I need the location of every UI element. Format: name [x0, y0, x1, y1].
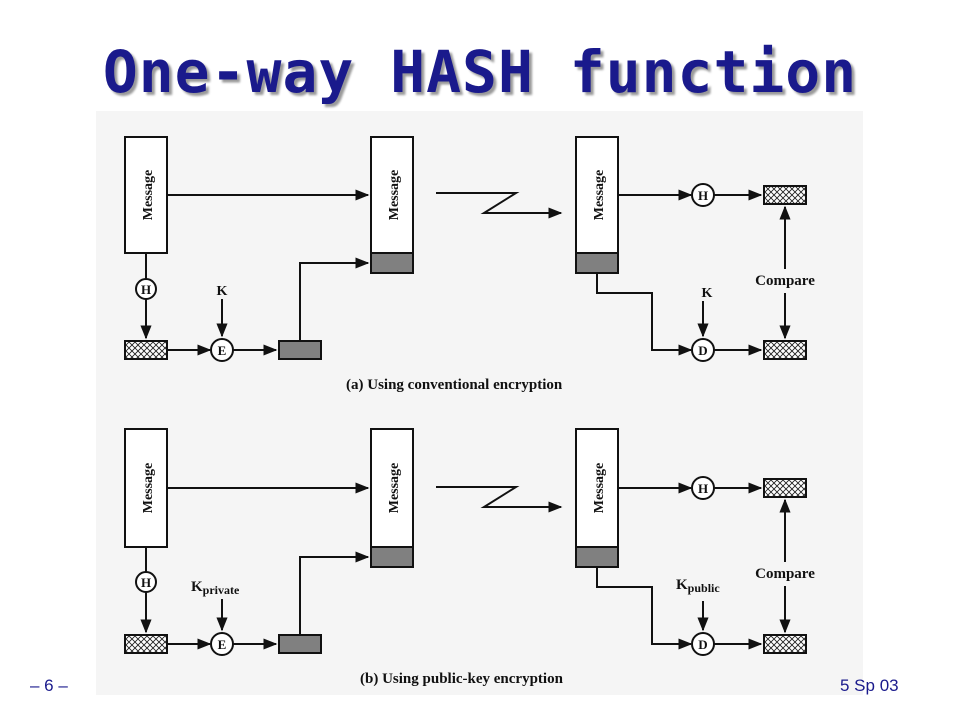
hash-symbol-receiver-a: H	[698, 188, 708, 203]
panel-a	[124, 136, 807, 362]
hash-symbol-sender-a: H	[141, 282, 151, 297]
receiver-message-label-a: Message	[592, 170, 607, 221]
computed-hash-b	[763, 478, 807, 498]
encrypt-symbol-a: E	[218, 343, 227, 358]
decrypt-symbol-b: D	[698, 637, 707, 652]
caption-a: (a) Using conventional encryption	[346, 377, 563, 393]
receiver-message-label-b: Message	[592, 463, 607, 514]
enc-key-b-sub: private	[203, 583, 240, 597]
compare-label-b: Compare	[755, 566, 815, 582]
course-label: 5 Sp 03	[840, 676, 899, 695]
transmitted-message-box-a	[370, 136, 414, 254]
transmitted-message-label-b: Message	[387, 463, 402, 514]
enc-key-a: K	[217, 284, 228, 299]
sender-message-label-a: Message	[141, 170, 156, 221]
decrypted-hash-a	[763, 340, 807, 360]
enc-key-b: Kprivate	[191, 579, 240, 597]
decrypt-symbol-a: D	[698, 343, 707, 358]
page-number: – 6 –	[30, 676, 68, 695]
dec-key-b-main: K	[676, 577, 688, 593]
hash-symbol-receiver-b: H	[698, 481, 708, 496]
receiver-message-box-a	[575, 136, 619, 254]
panel-b	[124, 428, 807, 656]
dec-key-b-sub: public	[688, 581, 721, 595]
hash-function-diagram: Message Message Message H E K H D K Comp…	[96, 111, 863, 695]
dec-key-a: K	[702, 286, 713, 301]
sender-message-label-b: Message	[141, 463, 156, 514]
panel-a-labels: Message Message Message H E K H D K Comp…	[141, 170, 815, 393]
enc-key-b-main: K	[191, 579, 203, 595]
encrypt-symbol-b: E	[218, 637, 227, 652]
compare-label-a: Compare	[755, 273, 815, 289]
decrypted-hash-b	[763, 634, 807, 654]
transmitted-hash-block-b	[370, 546, 414, 568]
transmitted-message-label-a: Message	[387, 170, 402, 221]
receiver-message-box-b	[575, 428, 619, 548]
encrypted-hash-a	[278, 340, 322, 360]
caption-b: (b) Using public-key encryption	[360, 671, 564, 687]
transmitted-message-box-b	[370, 428, 414, 548]
sender-message-box	[124, 136, 168, 254]
diagram-panel	[96, 111, 863, 695]
hash-value-sender-b	[124, 634, 168, 654]
receiver-hash-block-a	[575, 252, 619, 274]
computed-hash-a	[763, 185, 807, 205]
panel-b-labels: Message Message Message H E Kprivate H D…	[141, 463, 815, 687]
dec-key-b: Kpublic	[676, 577, 720, 595]
hash-symbol-sender-b: H	[141, 575, 151, 590]
encrypted-hash-b	[278, 634, 322, 654]
hash-value-sender-a	[124, 340, 168, 360]
receiver-hash-block-b	[575, 546, 619, 568]
slide-title: One-way HASH function	[102, 38, 858, 106]
transmitted-hash-block-a	[370, 252, 414, 274]
